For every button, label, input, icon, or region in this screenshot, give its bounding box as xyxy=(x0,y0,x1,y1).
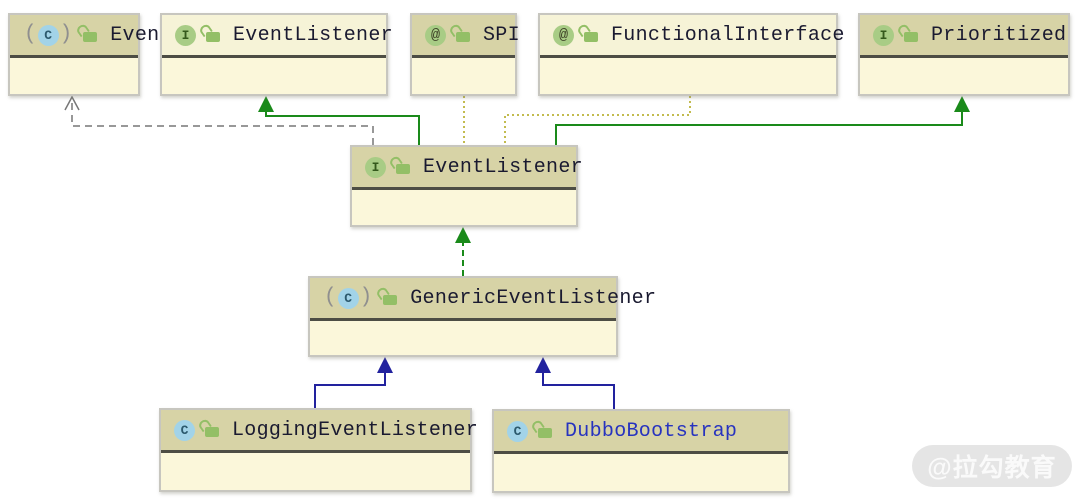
open-lock-icon xyxy=(206,32,220,42)
open-lock-icon xyxy=(83,32,98,42)
node-label: EventListener xyxy=(423,155,583,179)
node-header: ( C ) GenericEventListener xyxy=(310,278,656,321)
class-icon: C xyxy=(37,24,59,46)
open-lock-icon xyxy=(396,164,410,174)
open-lock-icon xyxy=(538,428,552,438)
watermark-text: @拉勾教育 xyxy=(927,454,1057,482)
edge-dependency-eventlistener-to-event xyxy=(64,95,374,145)
node-body xyxy=(352,193,576,225)
class-icon: C xyxy=(507,420,528,442)
node-label: FunctionalInterface xyxy=(611,23,845,47)
node-header: C LoggingEventListener xyxy=(161,410,478,453)
library-paren-open: ( xyxy=(324,285,337,309)
node-header: @ FunctionalInterface xyxy=(540,15,844,58)
node-body xyxy=(161,456,470,490)
edge-implements-genericeventlistener-to-eventlistener xyxy=(455,227,471,276)
interface-icon: I xyxy=(873,24,894,46)
node-body xyxy=(412,61,515,94)
edge-annotation-functionalinterface-to-eventlistener xyxy=(504,96,691,145)
edge-extends-dubbobootstrap-to-genericeventlistener xyxy=(535,357,615,409)
open-lock-icon xyxy=(904,32,918,42)
node-label: SPI xyxy=(483,23,520,47)
library-paren-close: ) xyxy=(359,285,373,309)
class-node-loggingeventlistener[interactable]: C LoggingEventListener xyxy=(159,408,478,492)
class-icon: C xyxy=(337,287,359,309)
annotation-node-spi[interactable]: @ SPI xyxy=(410,13,520,96)
interface-icon: I xyxy=(175,24,196,46)
library-paren-close: ) xyxy=(59,22,73,46)
node-label: Prioritized xyxy=(931,23,1067,47)
annotation-icon: @ xyxy=(553,24,574,46)
open-lock-icon xyxy=(205,427,219,437)
class-icon: C xyxy=(174,419,195,441)
node-header: I Prioritized xyxy=(860,15,1068,58)
library-paren-open: ( xyxy=(24,22,37,46)
node-header: I EventListener xyxy=(352,147,583,190)
node-label: EventListener xyxy=(233,23,393,47)
node-body xyxy=(10,61,138,94)
interface-node-jdk-eventlistener[interactable]: I EventListener xyxy=(160,13,393,96)
open-lock-icon xyxy=(383,295,398,305)
edge-extends-eventlistener-to-jdk-eventlistener xyxy=(258,96,420,145)
interface-node-dubbo-eventlistener[interactable]: I EventListener xyxy=(350,145,583,227)
edge-extends-eventlistener-to-prioritized xyxy=(555,96,970,145)
edge-extends-loggingeventlistener-to-genericeventlistener xyxy=(314,357,393,408)
open-lock-icon xyxy=(584,32,598,42)
interface-node-prioritized[interactable]: I Prioritized xyxy=(858,13,1070,96)
node-header: ( C ) Event xyxy=(10,15,171,58)
node-body xyxy=(162,61,386,94)
node-label: GenericEventListener xyxy=(410,286,657,310)
node-label: LoggingEventListener xyxy=(232,418,479,442)
class-node-dubbobootstrap[interactable]: C DubboBootstrap xyxy=(492,409,790,493)
node-body xyxy=(860,61,1068,94)
class-node-genericeventlistener[interactable]: ( C ) GenericEventListener xyxy=(308,276,656,357)
annotation-node-functionalinterface[interactable]: @ FunctionalInterface xyxy=(538,13,844,96)
class-node-event[interactable]: ( C ) Event xyxy=(8,13,171,96)
node-body xyxy=(310,324,616,355)
node-header: I EventListener xyxy=(162,15,393,58)
interface-icon: I xyxy=(365,156,386,178)
node-body xyxy=(540,61,836,94)
node-body xyxy=(494,457,788,491)
annotation-icon: @ xyxy=(425,24,446,46)
node-header: @ SPI xyxy=(412,15,520,58)
lagou-education-watermark: @拉勾教育 xyxy=(912,445,1072,487)
node-label: Event xyxy=(110,23,172,47)
open-lock-icon xyxy=(456,32,470,42)
node-label: DubboBootstrap xyxy=(565,419,738,443)
node-header: C DubboBootstrap xyxy=(494,411,788,454)
